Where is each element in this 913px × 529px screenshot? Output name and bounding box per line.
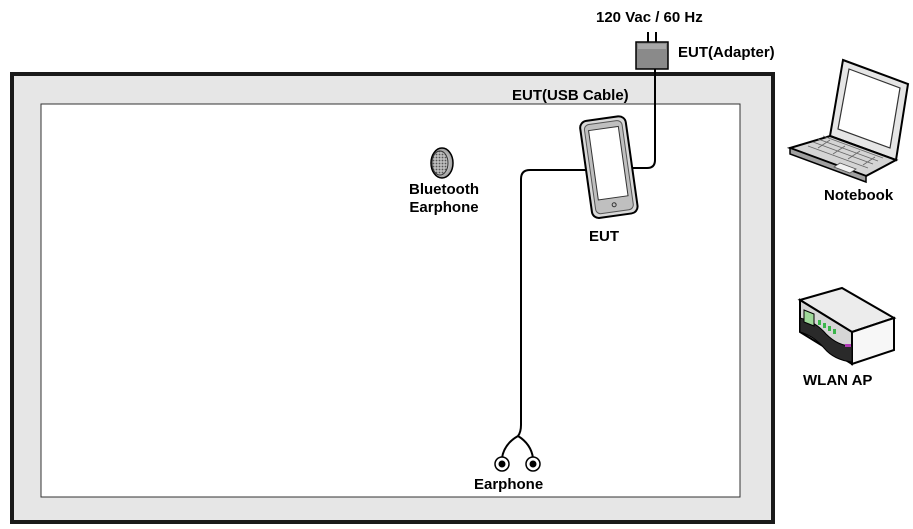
bluetooth-label-line2: Earphone xyxy=(409,199,479,216)
wired-earphone-icon xyxy=(494,435,541,472)
power-source-label: 120 Vac / 60 Hz xyxy=(596,9,703,26)
plug-prongs xyxy=(647,32,657,42)
router-icon xyxy=(797,286,897,366)
bluetooth-label-line1: Bluetooth xyxy=(409,181,479,198)
earphone-label: Earphone xyxy=(474,476,544,493)
usb-cable-label: EUT(USB Cable) xyxy=(512,87,629,104)
eut-label: EUT xyxy=(589,228,619,245)
power-adapter-icon xyxy=(635,41,669,70)
usb-cable xyxy=(628,69,656,169)
tablet-icon xyxy=(579,115,639,219)
laptop-icon xyxy=(786,58,910,184)
bluetooth-earphone-label: Bluetooth Earphone xyxy=(396,181,492,217)
adapter-label: EUT(Adapter) xyxy=(678,44,775,61)
test-table xyxy=(40,103,741,498)
earphone-cable xyxy=(517,169,589,437)
bluetooth-earphone-icon xyxy=(430,147,454,179)
wlan-ap-label: WLAN AP xyxy=(803,372,873,389)
notebook-label: Notebook xyxy=(824,187,894,204)
